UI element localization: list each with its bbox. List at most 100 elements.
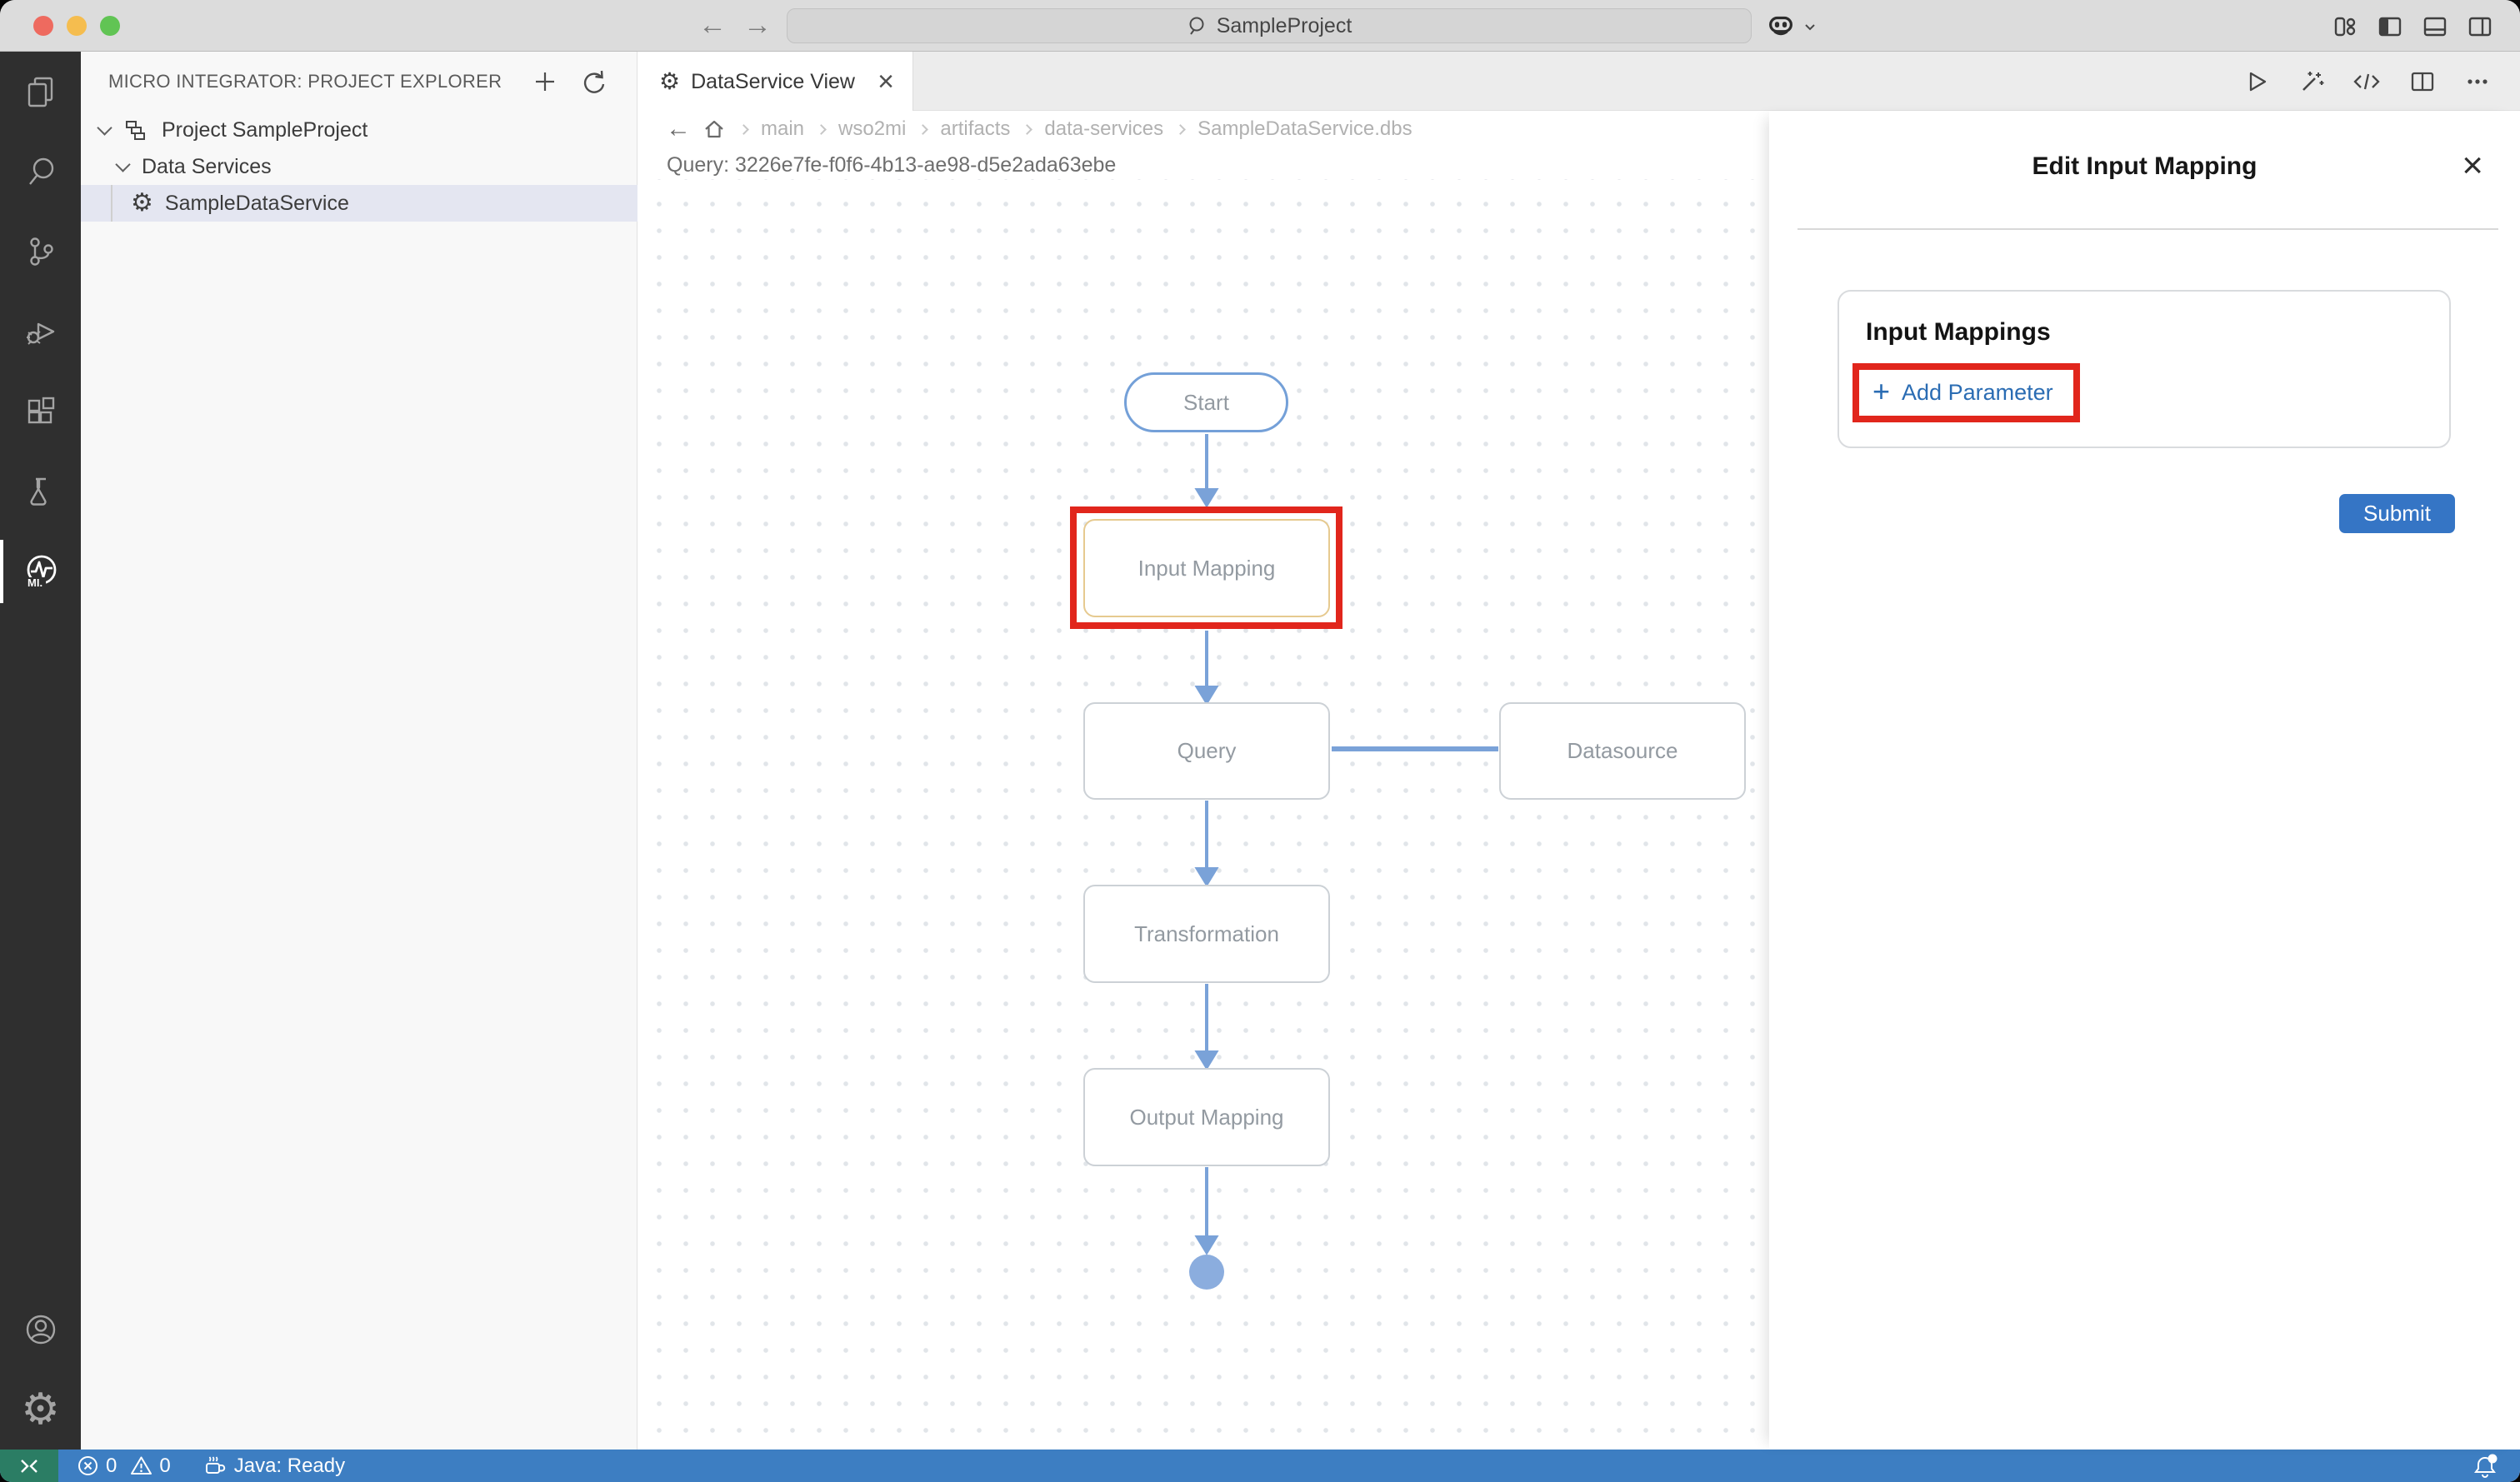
copilot-icon	[1769, 16, 1792, 36]
edit-input-mapping-panel: Edit Input Mapping × Input Mappings + Ad…	[1769, 111, 2520, 1450]
add-project-icon[interactable]	[532, 68, 558, 95]
breadcrumb-separator	[816, 123, 827, 135]
close-window-button[interactable]	[33, 16, 53, 36]
sidebar-item-run-debug[interactable]	[0, 292, 81, 372]
bell-icon	[2474, 1454, 2498, 1478]
add-parameter-button[interactable]: Add Parameter	[1902, 380, 2053, 405]
nav-forward-icon[interactable]: →	[743, 9, 772, 41]
node-start[interactable]: Start	[1124, 372, 1288, 432]
project-icon	[126, 121, 145, 140]
zoom-window-button[interactable]	[100, 16, 120, 36]
search-icon	[28, 157, 53, 185]
problems-status[interactable]: 0 0	[77, 1455, 171, 1478]
home-icon[interactable]	[702, 117, 727, 142]
data-service-icon: ⚙	[659, 68, 681, 94]
data-service-icon: ⚙	[131, 189, 153, 217]
tab-dataservice-view[interactable]: ⚙ DataService View ×	[638, 52, 913, 112]
sidebar-item-source-control[interactable]	[0, 212, 81, 292]
back-arrow-icon[interactable]: ←	[666, 115, 691, 142]
node-label: Input Mapping	[1138, 555, 1276, 581]
run-debug-icon	[26, 322, 54, 345]
node-query[interactable]: Query	[1083, 702, 1330, 800]
source-control-icon	[29, 237, 53, 266]
section-title: Input Mappings	[1866, 318, 2051, 346]
error-count: 0	[106, 1454, 118, 1477]
diagram-canvas[interactable]	[638, 179, 1769, 1450]
breadcrumb-separator	[1175, 123, 1187, 135]
status-bar: 0 0 Java: Ready	[0, 1450, 2520, 1482]
tree-item-sample-data-service[interactable]: ⚙ SampleDataService	[81, 185, 638, 222]
tree-item-project[interactable]: Project SampleProject	[81, 112, 638, 148]
close-tab-icon[interactable]: ×	[878, 66, 894, 97]
toggle-primary-sidebar-icon[interactable]	[2377, 13, 2403, 40]
split-editor-icon[interactable]	[2408, 67, 2437, 96]
warnings-icon	[131, 1456, 152, 1475]
sidebar-item-search[interactable]	[0, 132, 81, 212]
remote-icon	[21, 1459, 38, 1473]
tree-item-label: Data Services	[142, 154, 272, 178]
command-center-search[interactable]: SampleProject	[787, 8, 1752, 43]
notifications-button[interactable]	[2472, 1453, 2498, 1480]
breadcrumb-item[interactable]: SampleDataService.dbs	[1198, 117, 1412, 140]
title-bar: ← → SampleProject	[0, 0, 2520, 52]
close-panel-icon[interactable]: ×	[2462, 145, 2483, 186]
gear-icon: ⚙	[21, 1385, 60, 1434]
customize-layout-icon[interactable]	[2332, 13, 2358, 40]
magic-wand-icon[interactable]	[2297, 67, 2325, 96]
show-source-icon[interactable]	[2352, 67, 2382, 96]
sidebar-item-accounts[interactable]	[0, 1290, 81, 1370]
breadcrumb-separator	[1022, 123, 1033, 135]
copilot-menu[interactable]	[1765, 11, 1818, 42]
search-icon	[1189, 17, 1204, 35]
breadcrumb-item[interactable]: artifacts	[940, 117, 1011, 140]
breadcrumb-item[interactable]: wso2mi	[838, 117, 907, 140]
indent-guide	[111, 185, 112, 222]
run-icon[interactable]	[2242, 67, 2270, 96]
window-title: SampleProject	[1216, 13, 1352, 37]
chevron-down-icon	[97, 119, 112, 136]
plus-icon: +	[1872, 374, 1891, 408]
node-label: Query	[1177, 738, 1237, 763]
annotation-highlight-add-parameter: + Add Parameter	[1852, 363, 2080, 422]
toggle-secondary-sidebar-icon[interactable]	[2467, 13, 2493, 40]
sidebar-item-extensions[interactable]	[0, 372, 81, 452]
project-explorer-sidebar: MICRO INTEGRATOR: PROJECT EXPLORER Proje…	[81, 52, 638, 1450]
node-input-mapping[interactable]: Input Mapping	[1083, 519, 1330, 617]
tree-item-label: SampleDataService	[164, 191, 349, 215]
activity-bar: MI. ⚙	[0, 52, 81, 1450]
toggle-panel-icon[interactable]	[2422, 13, 2448, 40]
submit-button[interactable]: Submit	[2339, 494, 2455, 533]
files-icon	[28, 77, 52, 107]
sidebar-item-settings[interactable]: ⚙	[0, 1370, 81, 1450]
breadcrumb-separator	[738, 123, 749, 135]
input-mappings-card: Input Mappings + Add Parameter	[1838, 290, 2451, 448]
nav-back-icon[interactable]: ←	[698, 9, 727, 41]
node-output-mapping[interactable]: Output Mapping	[1083, 1068, 1330, 1166]
minimize-window-button[interactable]	[67, 16, 87, 36]
sidebar-item-testing[interactable]	[0, 452, 81, 531]
remote-indicator[interactable]	[0, 1450, 58, 1482]
panel-title: Edit Input Mapping	[2032, 152, 2258, 180]
node-transformation[interactable]: Transformation	[1083, 885, 1330, 983]
warning-count: 0	[159, 1454, 171, 1477]
chevron-down-icon	[1805, 24, 1815, 31]
refresh-icon[interactable]	[580, 68, 607, 95]
node-datasource[interactable]: Datasource	[1499, 702, 1746, 800]
more-actions-icon[interactable]	[2463, 67, 2492, 96]
breadcrumb-item[interactable]: main	[761, 117, 805, 140]
divider	[1798, 228, 2498, 230]
java-status[interactable]: Java: Ready	[202, 1454, 345, 1479]
svg-text:MI.: MI.	[28, 576, 42, 589]
tree-item-data-services[interactable]: Data Services	[81, 148, 638, 185]
sidebar-item-micro-integrator[interactable]: MI.	[0, 531, 81, 611]
sidebar-item-explorer[interactable]	[0, 52, 81, 132]
beaker-icon	[29, 477, 47, 506]
query-id-label: Query: 3226e7fe-f0f6-4b13-ae98-d5e2ada63…	[667, 152, 1117, 177]
node-label: Output Mapping	[1129, 1104, 1284, 1130]
annotation-highlight-input-mapping	[1070, 506, 1342, 629]
breadcrumb-item[interactable]: data-services	[1044, 117, 1164, 140]
breadcrumb-separator	[918, 123, 929, 135]
wso2-mi-icon: MI.	[27, 555, 56, 589]
coffee-icon	[205, 1455, 225, 1474]
